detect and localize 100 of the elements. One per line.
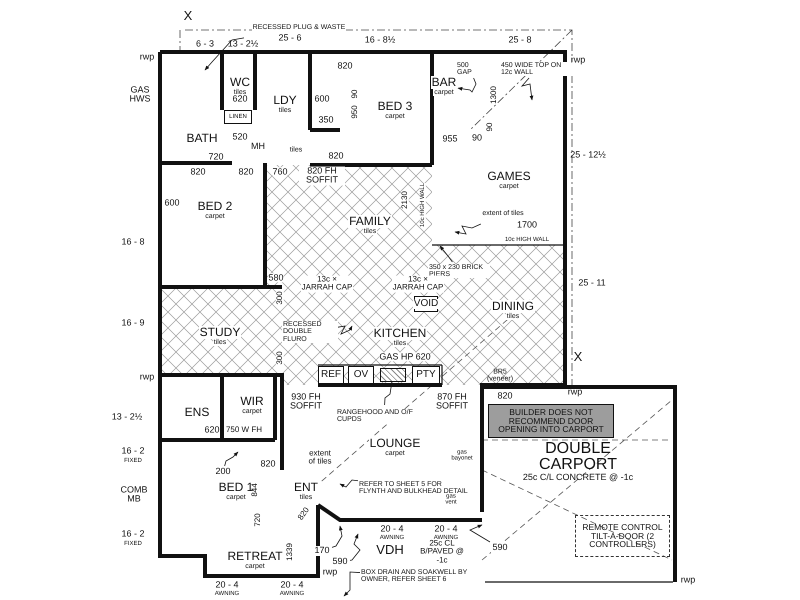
- room-name: GAMES: [486, 170, 532, 183]
- leader-line: [454, 224, 482, 235]
- plan-annotation: 820: [497, 391, 513, 401]
- plan-annotation: extent of tiles: [307, 450, 333, 466]
- room-name: DINING: [491, 300, 535, 313]
- leader-line: [520, 78, 534, 100]
- room-name: KITCHEN: [372, 327, 428, 340]
- leader-line: [332, 526, 343, 548]
- note-box: [488, 404, 614, 438]
- callout-text: 170: [313, 546, 331, 556]
- plan-annotation: 13c × JARRAH CAP: [301, 276, 353, 292]
- plan-annotation: 90: [350, 90, 360, 98]
- plan-annotation: rwp: [322, 567, 338, 577]
- plan-annotation: 20 - 4: [280, 580, 304, 590]
- plan-annotation: 720: [254, 513, 262, 527]
- note-text: REMOTE CONTROL TILT-A-DOOR (2 CONTROLLERS): [581, 522, 664, 550]
- plan-annotation: 25 - 8: [508, 35, 532, 45]
- plan-annotation: 90: [486, 122, 494, 132]
- plan-annotation: 25 - 6: [278, 33, 302, 43]
- plan-annotation: 844: [250, 483, 260, 497]
- plan-annotation: 16 - 8½: [364, 35, 396, 45]
- plan-annotation: COMB MB: [120, 486, 148, 504]
- room-name: BATH: [185, 132, 219, 144]
- plan-annotation: 720: [208, 152, 224, 162]
- fixture-box: [318, 366, 344, 384]
- plan-annotation: 820: [260, 459, 276, 469]
- plan-annotation: 20 - 4: [380, 524, 404, 534]
- plan-annotation: 820: [296, 506, 312, 522]
- plan-annotation: 16 - 9: [122, 318, 144, 328]
- plan-annotation: 760: [272, 167, 288, 177]
- plan-annotation: 600: [164, 198, 180, 208]
- plan-annotation: 750 W FH: [224, 426, 263, 434]
- section-marker: X: [574, 350, 582, 364]
- plan-annotation: 820: [337, 61, 353, 71]
- room-name: VOID: [412, 298, 440, 310]
- room-name: LDY: [272, 94, 298, 107]
- fixture-box: [224, 110, 252, 124]
- plan-annotation: GAS HP 620: [379, 352, 431, 362]
- cooktop-box: [380, 368, 406, 382]
- plan-annotation: rwp: [568, 387, 582, 397]
- plan-annotation: 820: [238, 167, 254, 177]
- callout-text: 200: [214, 467, 232, 477]
- note-text: BUILDER DOES NOT RECOMMEND DOOR OPENING INTO CARPORT: [497, 408, 605, 434]
- plan-annotation: 820: [190, 167, 206, 177]
- room-name: DOUBLE CARPORT: [538, 441, 618, 473]
- plan-annotation: 13 - 2½: [112, 412, 142, 422]
- room-name: WIR: [239, 395, 265, 408]
- leader-line: [344, 572, 360, 596]
- room-name: OV: [352, 370, 370, 380]
- leader-line: [440, 246, 453, 262]
- plan-annotation: 16 - 8: [122, 237, 144, 247]
- room-name: LOUNGE: [368, 437, 422, 450]
- plan-annotation: rwp: [680, 575, 696, 585]
- room-name: ENT: [293, 481, 319, 494]
- room-name: MH: [250, 142, 266, 152]
- leader-line: [384, 382, 394, 406]
- room-name: BED 3: [376, 100, 414, 113]
- room-name: BAR: [430, 76, 458, 89]
- room-name: FAMILY: [348, 215, 392, 228]
- leader-line: [350, 534, 361, 561]
- plan-annotation: 2130: [400, 191, 410, 209]
- plan-annotation: 13c × JARRAH CAP: [392, 276, 444, 292]
- plan-annotation: rwp: [140, 372, 154, 382]
- plan-annotation: 520: [232, 132, 248, 142]
- leader-line: [204, 37, 244, 70]
- plan-annotation: 620: [204, 425, 220, 435]
- plan-annotation: 25 - 11: [578, 278, 606, 288]
- leader-line: [340, 480, 358, 488]
- plan-annotation: 870 FH SOFFIT: [435, 392, 469, 412]
- plan-annotation: 1700: [516, 220, 538, 230]
- plan-annotation: 16 - 2: [122, 446, 144, 456]
- plan-annotation: 820: [328, 151, 344, 161]
- leader-line: [458, 78, 476, 93]
- plan-annotation: 955: [442, 134, 458, 144]
- callout-text: 590: [491, 543, 509, 553]
- plan-annotation: 820 FH SOFFIT: [299, 166, 345, 186]
- plan-annotation: 20 - 4: [434, 524, 458, 534]
- plan-annotation: rwp: [140, 52, 154, 62]
- plan-annotation: 20 - 4: [216, 580, 238, 590]
- plan-annotation: 950: [350, 105, 360, 119]
- plan-annotation: 300: [276, 351, 284, 365]
- plan-annotation: 600: [314, 94, 330, 104]
- room-name: WC: [229, 76, 251, 89]
- plan-annotation: 13 - 2½: [228, 39, 258, 49]
- room-name: BED 2: [196, 200, 234, 213]
- section-marker: VDH: [376, 543, 404, 557]
- plan-annotation: GAS HWS: [128, 86, 152, 104]
- plan-annotation: 930 FH SOFFIT: [289, 392, 323, 412]
- door-outline: [575, 515, 670, 557]
- plan-annotation: 300: [276, 291, 284, 305]
- fixture-box: [348, 366, 374, 384]
- leader-line: [469, 524, 490, 542]
- plan-annotation: 580: [268, 273, 284, 283]
- room-name: RETREAT: [226, 550, 284, 563]
- section-marker: X: [184, 9, 192, 23]
- leader-line: [338, 325, 352, 335]
- plan-annotation: 1300: [490, 86, 498, 104]
- plan-annotation: 620: [232, 94, 248, 104]
- plan-annotation: 16 - 2: [122, 529, 144, 539]
- plan-annotation: 6 - 3: [196, 39, 214, 49]
